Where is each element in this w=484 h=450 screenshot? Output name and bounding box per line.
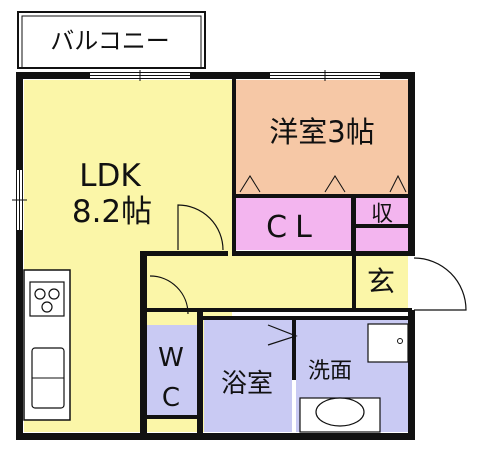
door-swings [149,204,467,346]
washroom-label: 洗面 [308,359,352,384]
storage-label: 収 [371,202,393,227]
interior-walls [140,72,414,438]
toilet-label-w: W [158,343,184,373]
closet-label: CL [266,210,320,245]
outer-walls [16,72,415,440]
balcony-label: バルコニー [50,27,170,55]
toilet-room [147,325,197,415]
wash-basin [315,397,365,427]
toilet-label-c: C [162,383,180,413]
entrance-area [356,255,408,311]
balcony-area [17,11,206,69]
western-room-label: 洋室3帖 [269,115,374,149]
stove [29,281,65,317]
closet-doors [239,174,407,193]
entrance-label: 玄 [367,265,395,298]
bathroom-label: 浴室 [221,369,273,399]
western-room [235,80,410,195]
storage-area [356,198,408,224]
windows [12,70,380,230]
hallway [145,255,355,311]
ldk-area-label: 8.2帖 [72,194,152,230]
kitchen [23,269,71,421]
ldk-label: LDK [79,158,141,194]
washroom-fixtures [299,323,409,433]
bathroom-room [204,320,292,432]
closet-area [235,198,351,250]
storage-lower [356,228,408,252]
